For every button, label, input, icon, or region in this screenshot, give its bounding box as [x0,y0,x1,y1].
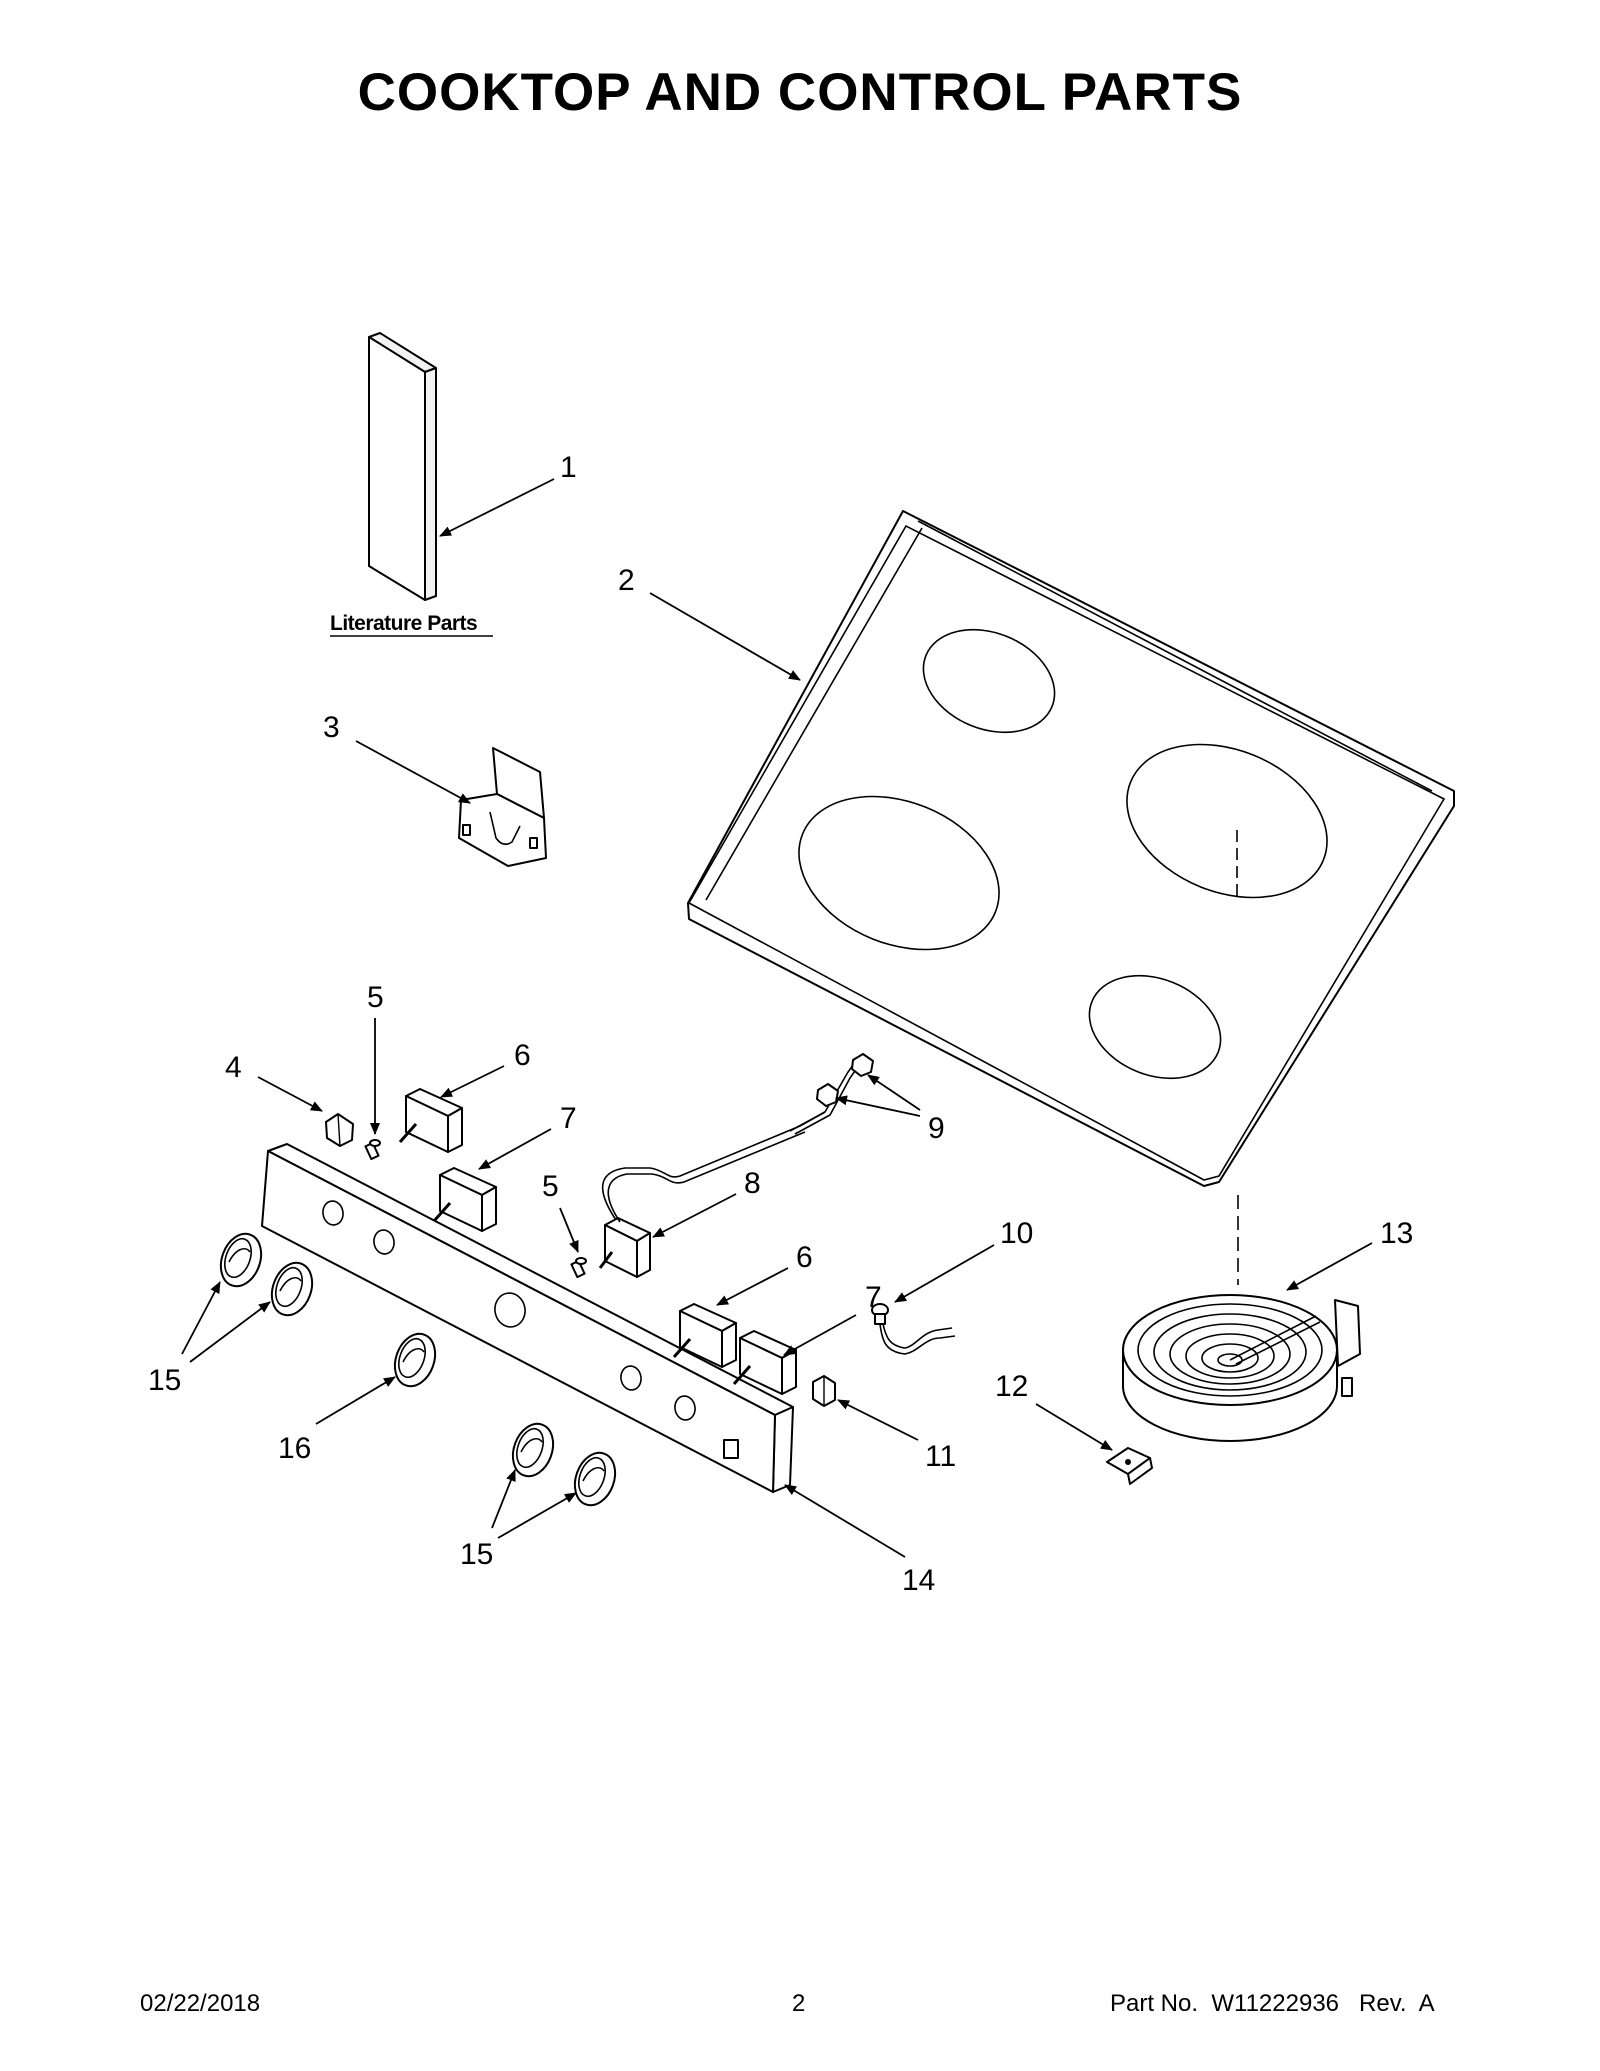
leader-6b [716,1267,789,1306]
leader-16 [315,1376,396,1425]
burner-rear-left [922,628,1056,734]
callout-13: 13 [1380,1217,1413,1250]
infinite-switch-lower-7 [732,1330,797,1395]
wire-connectors [789,1053,874,1135]
burner-front-left [798,795,1000,951]
leader-6a [440,1065,505,1098]
leader-7b [783,1314,857,1356]
cooktop-bracket [458,747,547,867]
leader-15a-1 [181,1281,221,1355]
leader-2 [649,592,801,681]
leader-9a [867,1074,921,1111]
leader-13 [1286,1242,1373,1291]
knob-1 [219,1232,263,1288]
callout-9: 9 [928,1112,945,1145]
callout-6a: 6 [514,1039,531,1072]
leader-3 [355,740,471,804]
glass-cooktop [687,510,1455,1187]
callout-15a: 15 [148,1364,181,1397]
screw-upper [364,1139,381,1161]
callout-4: 4 [225,1051,242,1084]
rocker-switch [812,1375,836,1407]
radiant-surface-element [1122,1294,1361,1442]
callout-1: 1 [560,451,577,484]
leader-8 [652,1193,737,1238]
callout-15b: 15 [460,1538,493,1571]
infinite-switch-lower-6 [672,1303,737,1368]
infinite-switch-upper-7 [432,1167,497,1232]
leader-15a-2 [189,1301,271,1363]
leader-5b [559,1207,579,1253]
leader-15b-2 [497,1492,577,1539]
callout-3: 3 [323,711,340,744]
callout-12: 12 [995,1370,1028,1403]
footer-part-number: Part No. W11222936 Rev. A [1110,1990,1435,2017]
callout-11: 11 [925,1440,956,1473]
callout-8: 8 [744,1167,761,1200]
control-panel [261,1143,794,1493]
leader-4 [257,1076,323,1112]
indicator-light [325,1113,354,1147]
footer-page-number: 2 [792,1990,806,2017]
callout-14: 14 [902,1564,935,1597]
callout-10: 10 [1000,1217,1033,1250]
callout-5b: 5 [542,1170,559,1203]
burner-rear-right [1126,743,1328,899]
knob-2 [270,1261,314,1317]
callout-16: 16 [278,1432,311,1465]
knob-5 [573,1451,617,1507]
leader-7a [478,1128,552,1170]
callout-6b: 6 [796,1241,813,1274]
literature-booklet [368,332,437,601]
leader-12 [1035,1403,1113,1451]
knob-4 [511,1422,555,1478]
literature-parts-caption: Literature Parts [330,612,477,635]
page-title: COOKTOP AND CONTROL PARTS [357,63,1243,122]
leader-14 [784,1484,906,1558]
infinite-switch-upper-6 [398,1088,463,1153]
footer-date: 02/22/2018 [140,1990,261,2017]
switch-with-wire-harness [598,1111,826,1278]
screw-lower [570,1257,587,1279]
leader-15b-1 [491,1469,516,1529]
leader-9b [835,1095,921,1117]
element-clip [1106,1447,1153,1485]
leader-11 [837,1399,919,1441]
leader-10 [894,1244,995,1303]
indicator-lamp-wire [871,1303,956,1355]
callout-7a: 7 [560,1102,577,1135]
callout-5a: 5 [367,981,384,1014]
knob-3 [393,1332,437,1388]
callout-2: 2 [618,564,635,597]
burner-front-right [1088,974,1222,1080]
leader-1 [439,478,555,537]
